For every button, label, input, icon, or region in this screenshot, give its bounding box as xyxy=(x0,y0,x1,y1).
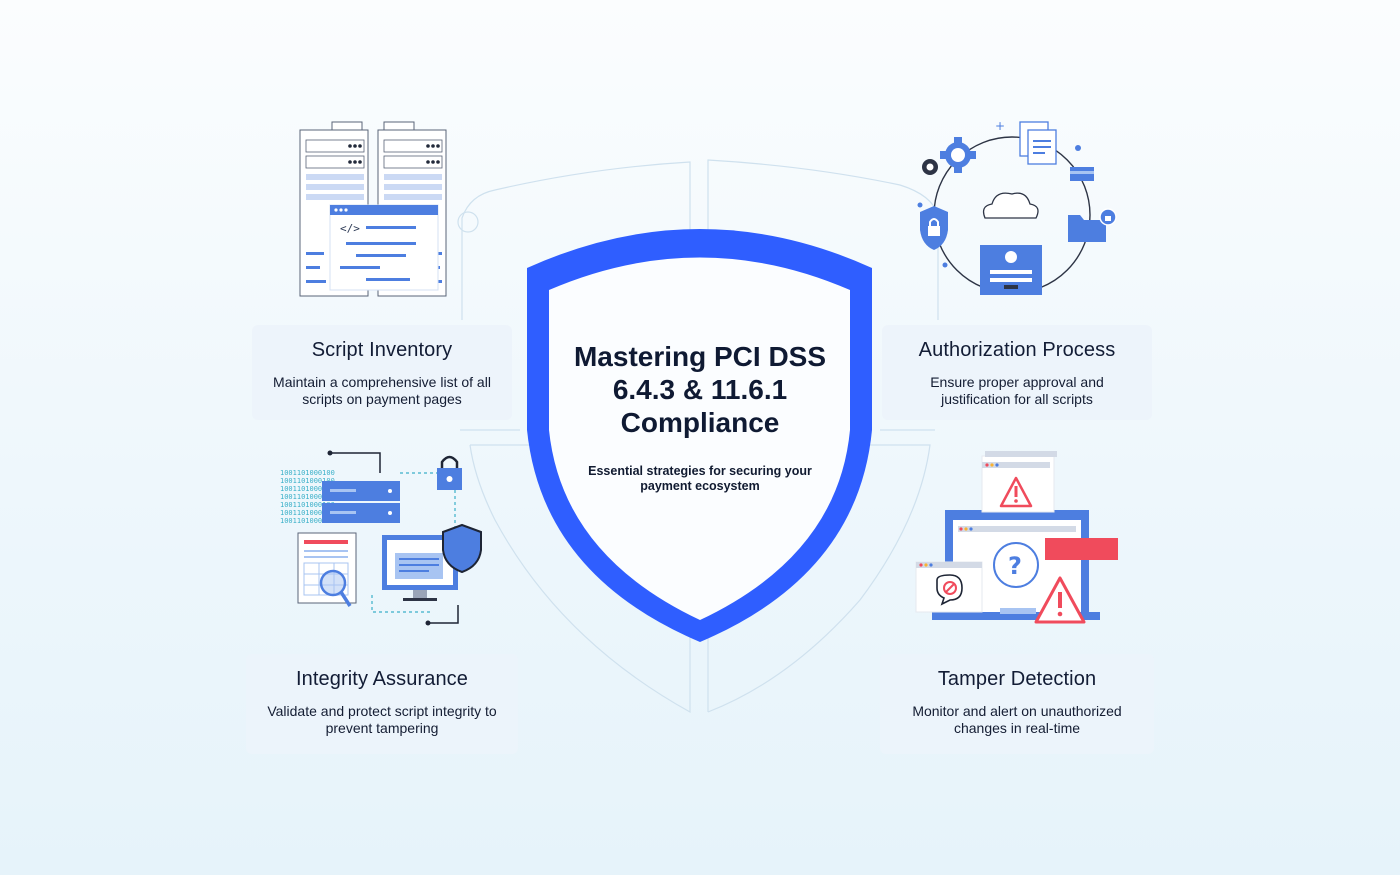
svg-text:1001101000100: 1001101000100 xyxy=(280,501,335,509)
svg-text:1001101000100: 1001101000100 xyxy=(280,477,335,485)
svg-text:1001101000100: 1001101000100 xyxy=(280,485,335,493)
center-title: Mastering PCI DSS 6.4.3 & 11.6.1 Complia… xyxy=(573,341,827,438)
card-integrity-assurance: Integrity Assurance Validate and protect… xyxy=(246,654,518,754)
card-description: Validate and protect script integrity to… xyxy=(267,703,497,736)
card-description: Maintain a comprehensive list of all scr… xyxy=(273,374,491,407)
svg-text:?: ? xyxy=(1008,552,1022,580)
card-title: Integrity Assurance xyxy=(296,668,468,690)
card-title: Script Inventory xyxy=(311,339,453,361)
card-authorization-process: Authorization Process Ensure proper appr… xyxy=(882,325,1152,420)
card-script-inventory: Script Inventory Maintain a comprehensiv… xyxy=(252,325,512,420)
svg-text:</>: </> xyxy=(340,222,360,235)
svg-text:+: + xyxy=(995,119,1005,133)
card-title: Tamper Detection xyxy=(937,668,1097,690)
svg-text:1001101000100: 1001101000100 xyxy=(280,509,335,517)
card-tamper-detection: Tamper Detection Monitor and alert on un… xyxy=(880,654,1154,754)
card-title: Authorization Process xyxy=(918,339,1116,361)
card-description: Ensure proper approval and justification… xyxy=(930,374,1104,407)
svg-text:1001101000100: 1001101000100 xyxy=(280,493,335,501)
svg-text:1001101000100: 1001101000100 xyxy=(280,517,335,525)
binary-text: 1001101000100 xyxy=(280,469,335,477)
card-description: Monitor and alert on unauthorized change… xyxy=(912,703,1122,736)
center-subtitle: Essential strategies for securing your p… xyxy=(588,464,812,493)
